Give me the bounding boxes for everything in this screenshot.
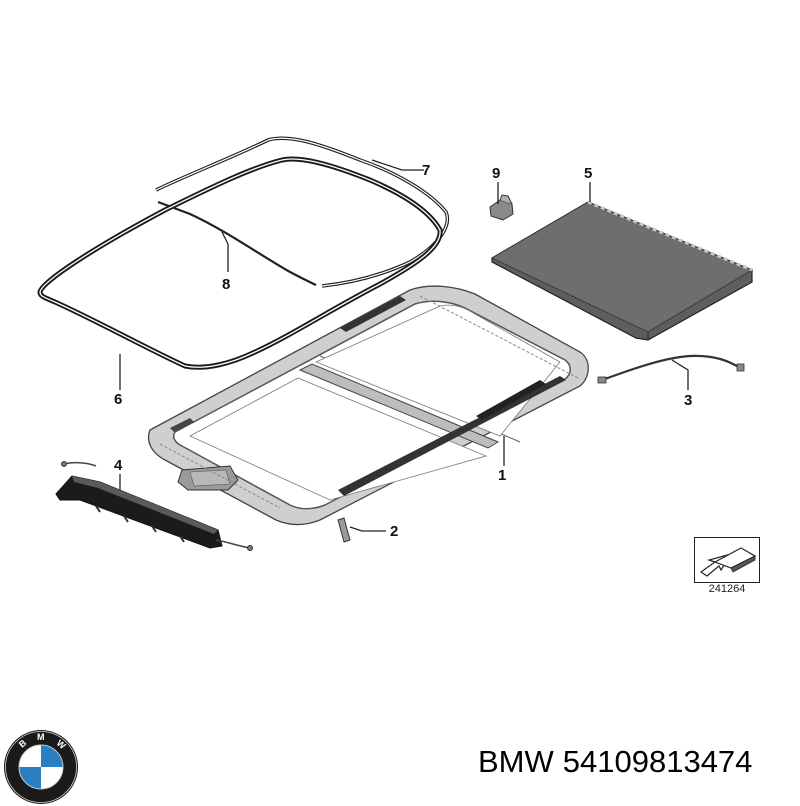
drain-hose-drawing [597,354,745,384]
inner-seal-drawing [157,200,317,286]
callout-1: 1 [498,467,506,484]
cover-seal-drawing [155,136,450,288]
callout-9: 9 [492,165,500,182]
clip-drawing [337,517,351,543]
reference-number: 241264 [708,583,746,595]
callout-4: 4 [114,457,123,474]
callout-6: 6 [114,391,122,408]
svg-text:M: M [37,732,45,742]
brand-name: BMW [478,744,554,779]
wind-deflector-drawing [55,461,253,551]
frame-seal-drawing [37,156,443,370]
callout-3: 3 [684,392,692,409]
reference-arrow-box [694,537,760,583]
arrow-icon [699,547,757,577]
callout-2: 2 [390,523,398,540]
callout-7: 7 [422,162,430,179]
sunblind-drawing [491,200,753,341]
part-number: 54109813474 [562,744,753,779]
bracket-drawing [489,194,514,221]
roof-frame-drawing [147,285,589,526]
leader-lines [119,159,689,532]
callout-5: 5 [584,165,592,182]
bmw-logo: B M W [4,730,78,804]
svg-text:B: B [17,737,29,749]
callout-8: 8 [222,276,230,293]
